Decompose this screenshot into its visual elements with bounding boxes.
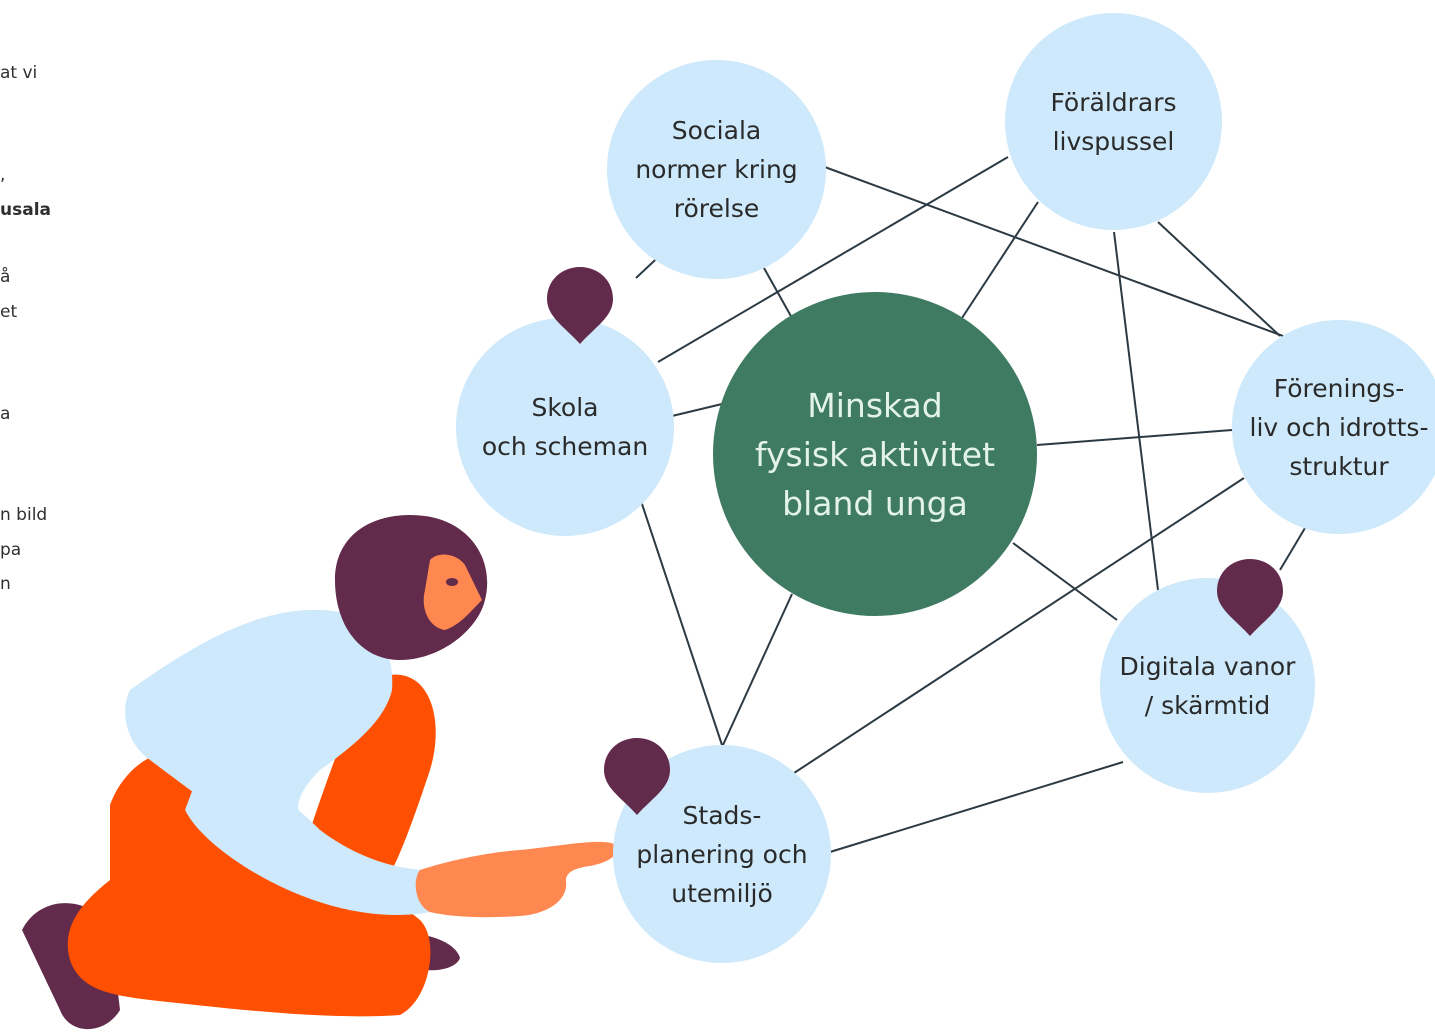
side-text-fragment: pa [0,540,22,560]
node-label: Skola och scheman [481,393,649,461]
edge-foraldrars-digitala [1113,231,1159,591]
node-center: Minskad fysisk aktivitet bland unga [713,292,1037,616]
node-sociala: Sociala normer kring rörelse [607,60,826,279]
node-foraldrars: Föräldrars livspussel [1005,13,1222,230]
node-forenings: Förenings- liv och idrotts- struktur [1232,320,1435,534]
side-text-fragment: å [0,267,11,287]
edge-center-stads [722,593,793,746]
side-text-fragment: et [0,302,18,322]
edge-foraldrars-skola [657,156,1009,363]
edge-skola-stads [640,500,723,746]
edge-foraldrars-center [961,201,1039,319]
map-pin-icon [1217,559,1283,636]
edge-skola-center [671,403,723,417]
map-pin-icon [604,738,670,815]
edge-forenings-digitala [1279,527,1306,571]
edge-foraldrars-forenings [1157,221,1281,337]
node-skola: Skola och scheman [456,318,674,536]
node-digitala: Digitala vanor / skärmtid [1100,578,1315,793]
edge-digitala-stads [829,761,1124,853]
node-label: Sociala normer kring rörelse [635,116,798,223]
person-pointing-illustration [22,514,617,1030]
center-label: Minskad fysisk aktivitet bland unga [754,385,996,523]
edge-center-digitala [1012,542,1118,621]
side-text-fragment: a [0,404,11,424]
node-label: Förenings- liv och idrotts- struktur [1249,373,1429,481]
node-label: Digitala vanor / skärmtid [1119,651,1296,720]
side-text-fragment: at vi [0,63,38,83]
side-text-fragment: n bild [0,505,48,525]
edge-sociala-forenings [821,165,1284,337]
edge-center-forenings [1036,429,1233,446]
node-label: Föräldrars livspussel [1050,87,1177,156]
node-label: Stads- planering och utemiljö [636,800,808,908]
edge-forenings-stads [790,477,1245,776]
side-text-fragment: usala [0,200,51,220]
side-text-fragment: , [0,165,6,185]
side-text-fragment: n [0,574,11,594]
map-pin-icon [547,267,613,344]
edge-sociala-center [763,267,793,319]
connector-lines [635,156,1306,853]
